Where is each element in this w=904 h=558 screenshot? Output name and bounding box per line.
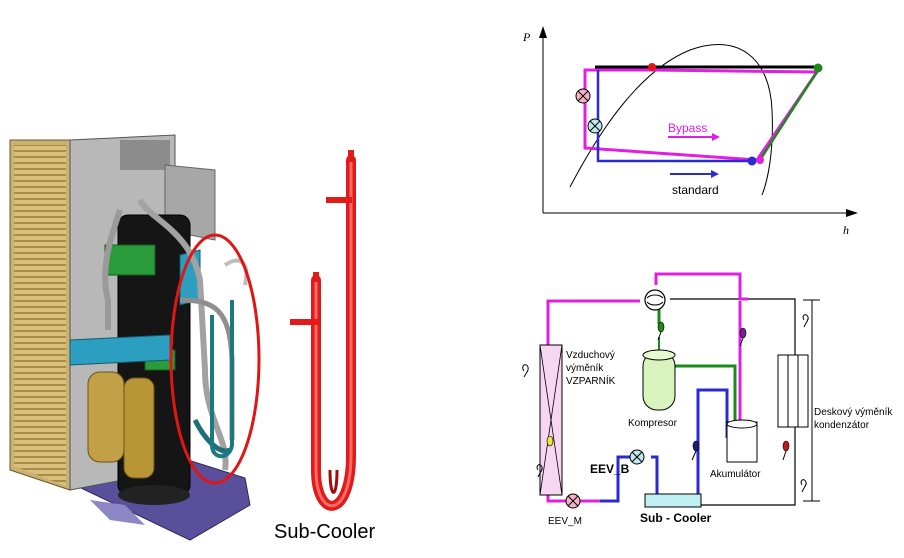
four-way-valve-icon bbox=[644, 289, 666, 311]
discharge-sensor-icon bbox=[657, 321, 665, 341]
point-standard-suction bbox=[747, 156, 757, 166]
outdoor-unit-illustration bbox=[9, 134, 261, 541]
saturation-dome bbox=[569, 44, 773, 196]
point-bypass-suction bbox=[756, 156, 764, 164]
eev-m-icon bbox=[565, 493, 581, 509]
standard-cycle bbox=[596, 70, 752, 163]
compressor bbox=[642, 349, 676, 411]
temperature-sensor-icon bbox=[800, 479, 807, 493]
accumulator bbox=[726, 419, 758, 463]
compression-line bbox=[758, 69, 820, 161]
bypass-label: Bypass bbox=[668, 121, 707, 135]
eev-m-label: EEV_M bbox=[548, 516, 582, 527]
bypass-cycle bbox=[583, 68, 820, 162]
suction-sensor-icon bbox=[739, 327, 747, 347]
temperature-sensor-icon bbox=[536, 464, 543, 478]
eev-b-label: EEV_B bbox=[590, 462, 630, 476]
evaporator-heat-exchanger bbox=[539, 344, 563, 496]
point-condensing bbox=[648, 63, 656, 71]
ph-diagram: P h Bypass standard bbox=[522, 26, 858, 237]
sub-cooler-part: Sub-Cooler bbox=[274, 150, 376, 543]
evaporator-sensor-icon bbox=[546, 435, 554, 447]
temperature-sensor-icon bbox=[802, 314, 809, 328]
sub-cooler-highlight-ellipse bbox=[169, 233, 261, 485]
point-discharge bbox=[813, 63, 823, 73]
plate-heat-exchanger bbox=[777, 354, 809, 428]
condenser-label: Deskový výměník kondenzátor bbox=[814, 407, 895, 431]
eev-b-icon bbox=[629, 449, 645, 465]
evaporator-label: Vzduchový výměník VZPARNÍK bbox=[566, 350, 618, 387]
eev-m-valve-icon bbox=[575, 88, 591, 104]
sub-cooler-box bbox=[644, 493, 702, 508]
circuit-schematic: Vzduchový výměník VZPARNÍK Kompresor Aku… bbox=[522, 272, 895, 527]
standard-label: standard bbox=[672, 183, 719, 197]
y-axis-label: P bbox=[522, 30, 531, 44]
eev-b-valve-icon bbox=[587, 118, 603, 134]
accumulator-label: Akumulátor bbox=[710, 469, 761, 480]
sub-cooler-label: Sub - Cooler bbox=[640, 511, 712, 525]
condenser-sensor-icon bbox=[782, 440, 790, 461]
sub-cooler-sensor-icon bbox=[691, 440, 700, 461]
temperature-sensor-icon bbox=[522, 364, 529, 378]
compressor-label: Kompresor bbox=[628, 418, 678, 429]
x-axis-label: h bbox=[843, 223, 849, 237]
sub-cooler-caption: Sub-Cooler bbox=[274, 521, 376, 543]
